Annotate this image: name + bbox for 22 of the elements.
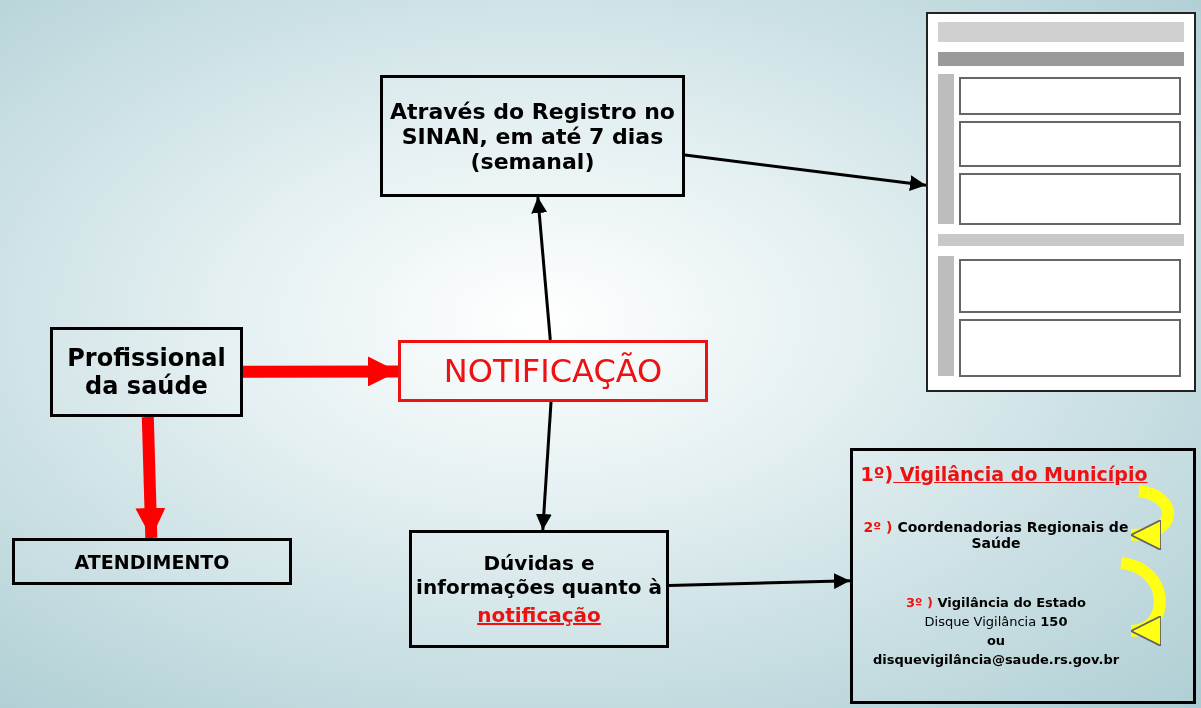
box-text: notificação: [477, 603, 601, 627]
process-box: NOTIFICAÇÃO: [398, 340, 708, 402]
curved-arrow: [1130, 485, 1174, 549]
curved-arrow: [1119, 557, 1166, 643]
process-box: ATENDIMENTO: [12, 538, 292, 585]
arrow: [135, 416, 166, 539]
step-text: Disque Vigilância 150: [924, 614, 1068, 629]
process-box: [409, 530, 669, 648]
box-text: Dúvidas e informações quanto à: [415, 551, 663, 599]
arrow: [684, 153, 927, 192]
step-text: ou: [986, 633, 1006, 648]
step-text: 3º ) Vigilância do Estado: [906, 595, 1086, 610]
process-box: Profissional da saúde: [50, 327, 243, 417]
info-box: [850, 448, 1196, 704]
step-text: disquevigilância@saude.rs.gov.br: [872, 652, 1120, 667]
arrow: [531, 196, 552, 341]
step-text: 2º ) Coordenadorias Regionais de Saúde: [861, 507, 1131, 563]
arrow: [243, 356, 399, 387]
arrow: [535, 401, 553, 531]
process-box: Através do Registro no SINAN, em até 7 dias (semanal): [380, 75, 685, 197]
step-text: 1º) Vigilância do Município: [859, 457, 1149, 491]
arrow: [668, 573, 851, 590]
